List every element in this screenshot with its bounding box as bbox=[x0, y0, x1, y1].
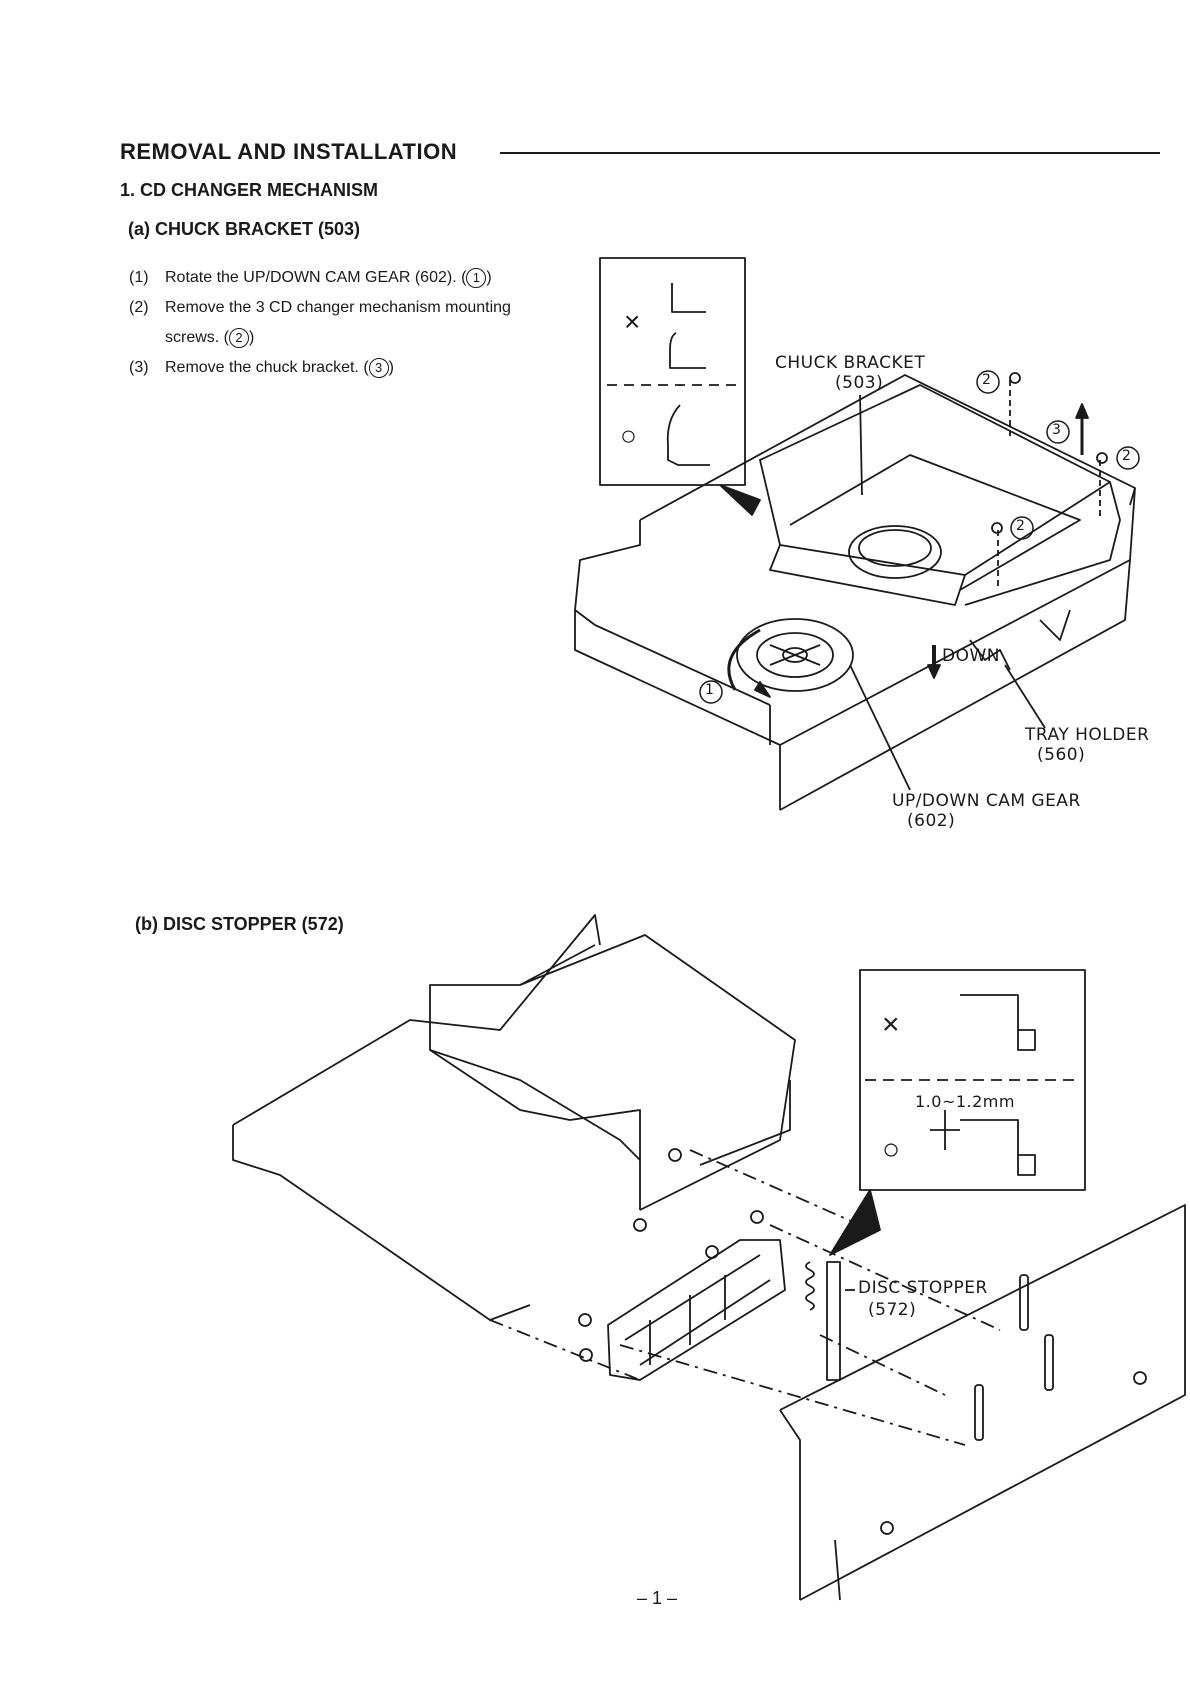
step-3: (3) Remove the chuck bracket. (3) bbox=[129, 358, 394, 378]
callout-3: 3 bbox=[1052, 422, 1062, 438]
part-a-heading: (a) CHUCK BRACKET (503) bbox=[128, 219, 361, 239]
section-title: REMOVAL AND INSTALLATION bbox=[120, 139, 458, 164]
wrong-mark-icon: × bbox=[624, 306, 641, 337]
step-number: (2) bbox=[129, 299, 149, 316]
label-chuck-bracket-number: (503) bbox=[835, 373, 884, 393]
label-tray-holder: TRAY HOLDER bbox=[1025, 725, 1150, 745]
step-1: (1) Rotate the UP/DOWN CAM GEAR (602). (1… bbox=[129, 268, 492, 288]
label-cam-gear: UP/DOWN CAM GEAR bbox=[892, 791, 1081, 811]
label-chuck-bracket: CHUCK BRACKET bbox=[775, 353, 926, 373]
callouts-a bbox=[699, 370, 1140, 704]
label-tray-holder-number: (560) bbox=[1037, 745, 1086, 765]
callout-2: 2 bbox=[1016, 518, 1026, 534]
step-text: Remove the 3 CD changer mechanism mounti… bbox=[165, 299, 511, 316]
callout-2: 2 bbox=[982, 372, 992, 388]
title-rule bbox=[500, 152, 1160, 154]
correct-mark-icon: ○ bbox=[882, 1133, 901, 1166]
step-text: screws. ( bbox=[165, 329, 229, 347]
part-b-heading: (b) DISC STOPPER (572) bbox=[135, 914, 344, 934]
label-cam-gear-number: (602) bbox=[907, 811, 956, 831]
step-tail: ) bbox=[249, 329, 255, 347]
step-2-continued: screws. (2) bbox=[165, 328, 254, 348]
callout-marker: 3 bbox=[368, 358, 389, 378]
step-tail: ) bbox=[486, 269, 492, 287]
step-number: (1) bbox=[129, 269, 149, 287]
cd-mechanism-drawing bbox=[574, 372, 1136, 811]
step-text: Rotate the UP/DOWN CAM GEAR (602). ( bbox=[165, 269, 467, 287]
step-tail: ) bbox=[388, 359, 394, 377]
callout-2: 2 bbox=[1122, 448, 1132, 464]
step-number: (3) bbox=[129, 359, 149, 377]
step-2: (2) Remove the 3 CD changer mechanism mou… bbox=[129, 298, 511, 318]
dimension-label: 1.0~1.2mm bbox=[915, 1092, 1015, 1111]
callout-marker: 1 bbox=[466, 268, 487, 288]
wrong-mark-icon: × bbox=[882, 1008, 900, 1041]
label-down: DOWN bbox=[942, 646, 1000, 666]
callout-marker: 2 bbox=[229, 328, 249, 348]
disc-stopper-drawing bbox=[232, 914, 1186, 1601]
callout-1: 1 bbox=[705, 682, 715, 698]
step-text: Remove the chuck bracket. ( bbox=[165, 359, 369, 377]
label-disc-stopper: DISC STOPPER bbox=[858, 1278, 988, 1298]
section-subtitle: 1. CD CHANGER MECHANISM bbox=[120, 180, 379, 200]
correct-mark-icon: ○ bbox=[620, 420, 637, 451]
page-number: – 1 – bbox=[637, 1588, 678, 1608]
chuck-inset-diagram bbox=[599, 257, 761, 516]
label-disc-stopper-number: (572) bbox=[868, 1300, 917, 1320]
